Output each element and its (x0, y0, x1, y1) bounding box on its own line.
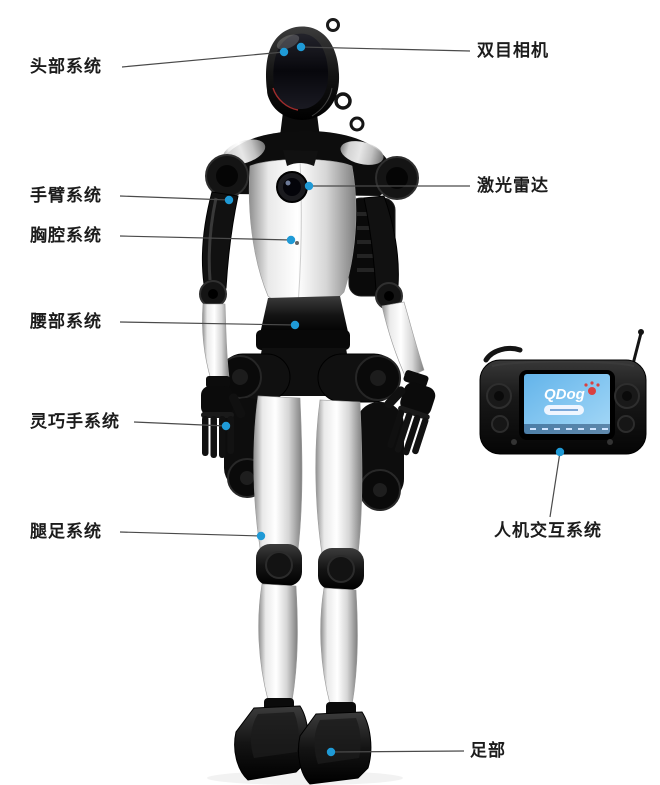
anchor-dot-leg (256, 531, 266, 541)
controller-handle (483, 345, 523, 363)
anchor-dot-chest (286, 235, 296, 245)
label-leg-system: 腿足系统 (30, 522, 102, 541)
leader-lines (119, 46, 561, 753)
neck-ring-icon (349, 116, 365, 132)
anchor-dot-foot (326, 747, 336, 757)
label-hmi-system: 人机交互系统 (494, 521, 602, 540)
thigh (315, 399, 363, 555)
thigh (253, 395, 303, 551)
anchor-dots (221, 42, 565, 757)
leader-line-hmi (549, 451, 561, 518)
label-stereo-camera: 双目相机 (477, 41, 549, 60)
upper-arm (201, 191, 239, 289)
leader-line-chest (119, 235, 292, 241)
dexterous-hand (384, 370, 436, 456)
robot-left-leg (224, 395, 309, 781)
shin (320, 587, 358, 706)
robot-abdomen (260, 296, 348, 334)
right-button (617, 415, 635, 433)
leader-line-leg (119, 531, 262, 537)
wrist (403, 370, 429, 388)
head-top-ring-icon (326, 18, 340, 32)
anchor-dot-arm (224, 195, 234, 205)
controller-group: QDog (479, 329, 647, 455)
anchor-dot-camera (296, 42, 306, 52)
label-hand-system: 灵巧手系统 (30, 412, 120, 431)
label-arm-system: 手臂系统 (30, 186, 102, 205)
leader-line-head (121, 51, 285, 68)
robot-chest-panel (248, 159, 357, 309)
label-foot: 足部 (470, 741, 506, 760)
robot-torso (218, 112, 396, 350)
left-button (491, 415, 509, 433)
robot-left-arm (199, 154, 249, 458)
robot-pelvis (218, 348, 401, 403)
anchor-dot-hmi (555, 447, 565, 457)
leader-line-arm (119, 195, 230, 201)
head-side-ring-icon (334, 92, 352, 110)
controller-brand-text: QDog (544, 386, 585, 403)
lidar-lens (276, 171, 308, 203)
anchor-dot-lidar (304, 181, 314, 191)
paw-icon (584, 381, 600, 395)
leader-line-hand (133, 421, 227, 427)
controller-screen (524, 374, 610, 434)
robot-right-leg (297, 399, 404, 785)
leader-line-waist (119, 321, 296, 326)
forearm (381, 301, 425, 379)
robot-waist-band (256, 330, 350, 350)
forearm (202, 303, 230, 381)
robot-illustration (199, 18, 436, 785)
dexterous-hand (201, 386, 246, 458)
label-waist-system: 腰部系统 (30, 312, 102, 331)
upper-arm (363, 195, 399, 291)
wrist (206, 376, 230, 388)
anchor-dot-head (279, 47, 289, 57)
anchor-dot-waist (290, 320, 300, 330)
label-head-system: 头部系统 (30, 57, 102, 76)
anchor-dot-hand (221, 421, 231, 431)
visor-red-trim (272, 87, 299, 111)
robot-head (266, 18, 365, 132)
label-lidar: 激光雷达 (477, 176, 549, 195)
screen-status-strip (530, 428, 608, 430)
leader-line-camera (300, 46, 471, 52)
label-chest-system: 胸腔系统 (30, 226, 102, 245)
robot-right-arm (363, 156, 436, 456)
leader-line-foot (330, 750, 465, 753)
shin (258, 583, 298, 702)
